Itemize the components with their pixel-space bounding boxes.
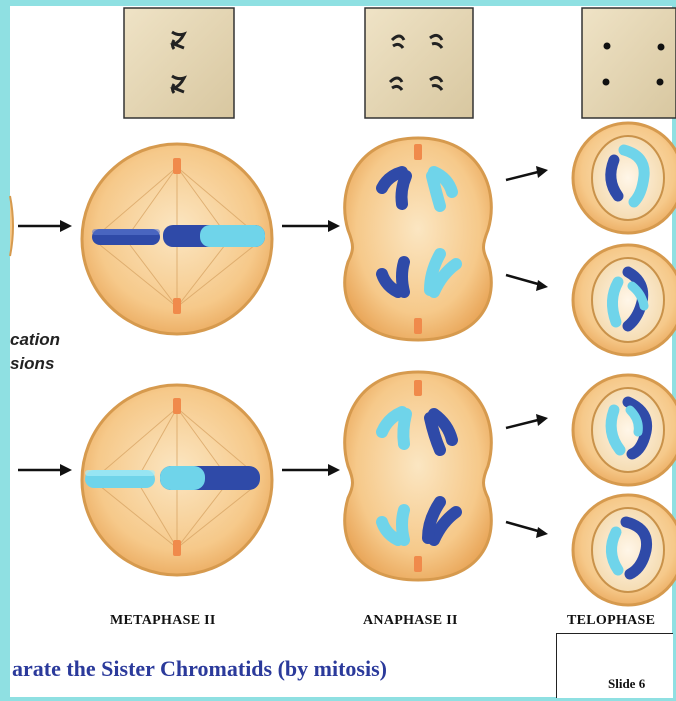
label-metaphase: METAPHASE II xyxy=(110,613,216,629)
telophase-cell-4 xyxy=(573,495,676,605)
telophase-cell-3 xyxy=(573,375,676,485)
arrow-metaphase-to-anaphase-top xyxy=(282,220,340,232)
caption: arate the Sister Chromatids (by mitosis) xyxy=(12,656,387,682)
anaphase-cell-bottom xyxy=(345,372,492,580)
arrow-anaphase-to-telophase-4 xyxy=(506,522,548,538)
telophase-cell-1 xyxy=(573,123,676,233)
arrow-anaphase-to-telophase-2 xyxy=(506,275,548,291)
telophase-cell-2 xyxy=(573,245,676,355)
arrow-into-metaphase-top xyxy=(18,220,72,232)
metaphase-cell-top xyxy=(82,144,272,334)
side-text-line-1: cation xyxy=(10,330,60,350)
metaphase-cell-bottom xyxy=(82,385,272,575)
micrograph-telophase xyxy=(582,8,676,118)
micrograph-anaphase xyxy=(365,8,473,118)
arrow-into-metaphase-bottom xyxy=(18,464,72,476)
arrow-metaphase-to-anaphase-bottom xyxy=(282,464,340,476)
side-text-line-2: sions xyxy=(10,354,54,374)
slide-label: Slide 6 xyxy=(608,676,645,692)
arrow-anaphase-to-telophase-1 xyxy=(506,166,548,180)
label-anaphase: ANAPHASE II xyxy=(363,613,458,629)
partial-cell-left xyxy=(10,196,13,256)
micrograph-metaphase xyxy=(124,8,234,118)
label-telophase: TELOPHASE xyxy=(567,613,655,629)
anaphase-cell-top xyxy=(345,138,492,340)
arrow-anaphase-to-telophase-3 xyxy=(506,414,548,428)
